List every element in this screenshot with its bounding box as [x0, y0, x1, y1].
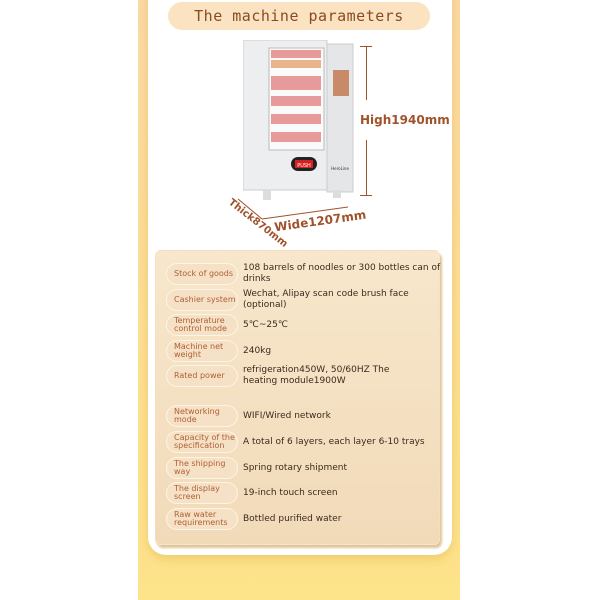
param-row: Raw water requirements Bottled purified w…	[166, 508, 446, 530]
param-value: A total of 6 layers, each layer 6-10 tra…	[243, 436, 425, 447]
param-row: Capacity of the specification A total of …	[166, 431, 446, 453]
dimension-lines	[237, 198, 349, 220]
page-title: The machine parameters	[168, 2, 430, 30]
param-value: WIFI/Wired network	[243, 410, 331, 421]
param-label: Temperature control mode	[166, 314, 238, 336]
param-row: Networking mode WIFI/Wired network	[166, 405, 446, 427]
height-dimension: High1940mm	[360, 113, 450, 127]
param-label: Cashier system	[166, 289, 238, 311]
param-value: refrigeration450W, 50/60HZ The heating m…	[243, 365, 390, 386]
param-label: Stock of goods	[166, 263, 238, 285]
push-label: PUSH	[297, 163, 311, 169]
param-label: Rated power	[166, 365, 238, 387]
param-value: 19-inch touch screen	[243, 487, 338, 498]
param-value: 5℃~25℃	[243, 319, 288, 330]
param-row: Temperature control mode 5℃~25℃	[166, 314, 446, 336]
param-row: The shipping way Spring rotary shipment	[166, 457, 446, 479]
param-value: Spring rotary shipment	[243, 462, 347, 473]
param-label: The shipping way	[166, 457, 238, 479]
vending-machine-image: PUSH HeroLine	[243, 40, 354, 200]
brand-label: HeroLine	[331, 166, 349, 171]
param-row: Machine net weight 240kg	[166, 340, 446, 362]
param-label: The display screen	[166, 482, 238, 504]
param-label: Networking mode	[166, 405, 238, 427]
param-value: Wechat, Alipay scan code brush face (opt…	[243, 289, 409, 310]
param-value: Bottled purified water	[243, 513, 342, 524]
param-value: 108 barrels of noodles or 300 bottles ca…	[243, 263, 441, 284]
param-label: Machine net weight	[166, 340, 238, 362]
param-label: Raw water requirements	[166, 508, 238, 530]
param-value: 240kg	[243, 345, 272, 356]
param-row: The display screen 19-inch touch screen	[166, 482, 446, 504]
param-label: Capacity of the specification	[166, 431, 238, 453]
